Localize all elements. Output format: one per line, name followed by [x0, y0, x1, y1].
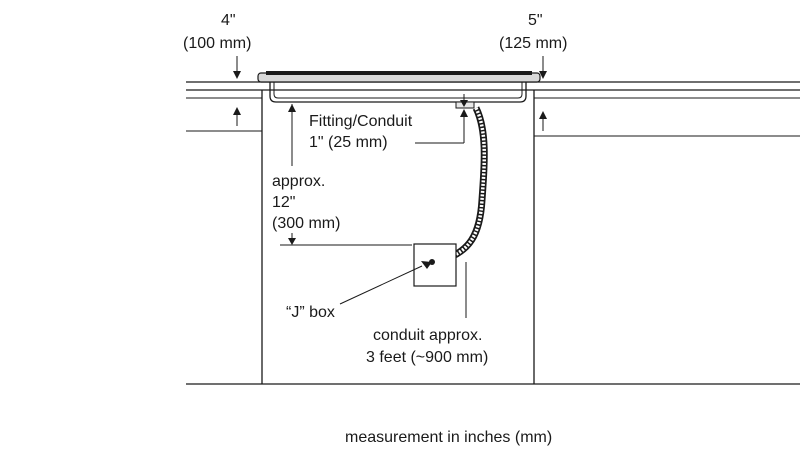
cooktop: [257, 71, 541, 109]
left-clearance-dimension: 4" (100 mm): [183, 12, 251, 126]
right-clearance-dimension: 5" (125 mm): [499, 12, 567, 131]
right-clearance-in: 5": [528, 12, 543, 29]
approx-label-line1: approx.: [272, 173, 325, 190]
jbox-label: “J” box: [286, 304, 335, 321]
approx-label-line2: 12": [272, 194, 295, 211]
conduit-callout: conduit approx. 3 feet (~900 mm): [366, 262, 488, 366]
approx-label-line3: (300 mm): [272, 215, 340, 232]
conduit-label-line2: 3 feet (~900 mm): [366, 349, 488, 366]
left-clearance-in: 4": [221, 12, 236, 29]
countertop: [186, 81, 800, 99]
conduit-label-line1: conduit approx.: [373, 327, 482, 344]
measurement-units-note: measurement in inches (mm): [345, 429, 552, 446]
jbox-callout: “J” box: [286, 261, 432, 321]
j-box: [413, 243, 457, 287]
fitting-label-line1: Fitting/Conduit: [309, 113, 413, 130]
fitting-callout: Fitting/Conduit 1" (25 mm): [309, 94, 468, 151]
left-clearance-mm: (100 mm): [183, 35, 251, 52]
conduit-cable: [440, 106, 488, 264]
approx-12-dimension: approx. 12" (300 mm): [272, 104, 412, 246]
right-clearance-mm: (125 mm): [499, 35, 567, 52]
cabinet: [186, 90, 800, 385]
fitting-label-line2: 1" (25 mm): [309, 134, 388, 151]
